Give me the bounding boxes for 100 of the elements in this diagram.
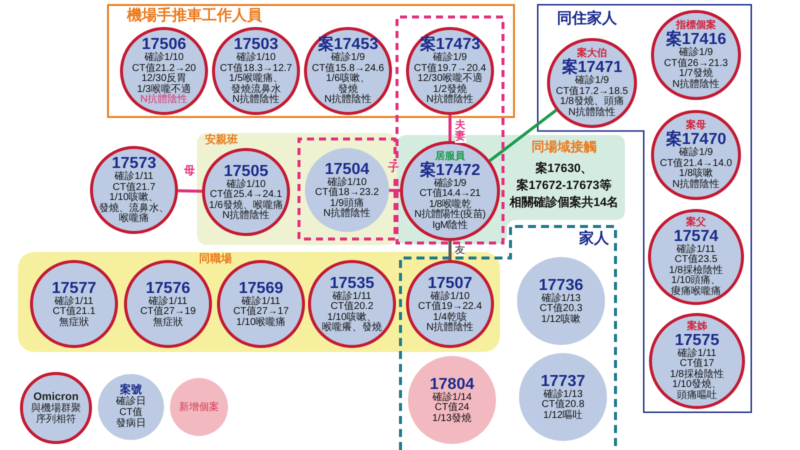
case-detail: 1/10發燒、頭痛嘔吐 (671, 380, 723, 402)
case-detail: 1/8採檢陰性 (670, 370, 724, 380)
case-detail: CT值21.1 (52, 307, 96, 318)
relation-line (448, 241, 452, 260)
case-detail: CT值23.5 (674, 255, 718, 266)
case-detail: N抗體陽性(疫苗) (414, 210, 486, 220)
case-detail: 1/2發燒 (433, 84, 467, 95)
role-tag: 居服員 (435, 150, 465, 162)
case-detail: 確診1/11 (678, 348, 716, 359)
case-detail: 1/7發燒 (679, 69, 713, 79)
case-detail: N抗體陰性 (232, 95, 280, 106)
case-detail: CT值18.3→12.7 (220, 64, 292, 74)
case-detail: 12/30喉嚨不適 (417, 74, 483, 84)
case-detail: 確診1/11 (148, 296, 188, 307)
case-number: 17505 (224, 162, 268, 180)
case-detail: N抗體陰性 (324, 95, 372, 106)
case-detail: CT值20.2 (330, 302, 374, 312)
case-detail: 確診1/11 (114, 172, 154, 182)
edge-label: 夫妻 (455, 120, 466, 143)
case-detail: CT值24 (434, 403, 470, 414)
case-detail: 1/8咳嗽 (679, 169, 713, 179)
case-detail: 1/10喉嚨痛 (236, 318, 286, 328)
case-detail: 1/3喉嚨不適 (137, 84, 191, 95)
legend-text: 新增個案 (179, 402, 219, 412)
case-number: 17804 (430, 376, 474, 393)
relation-line (488, 109, 558, 162)
case-number: 案17470 (666, 131, 726, 148)
edge-label: 子 (388, 162, 399, 174)
role-tag: 案母 (686, 120, 706, 131)
case-detail: 確診1/9 (575, 76, 609, 86)
case-detail: 確診1/10 (226, 180, 266, 190)
relation-line (388, 188, 400, 192)
case-detail: 1/10咳嗽、發燒、流鼻水、喉嚨痛 (98, 193, 170, 225)
group-title: 同住家人 (557, 10, 617, 28)
case-detail: 確診1/11 (676, 244, 716, 255)
case-detail: IgM陰性 (432, 220, 468, 232)
case-detail: 無症狀 (153, 318, 183, 328)
case-detail: 12/30反胃 (141, 74, 187, 84)
group-title: 同職場 (199, 253, 232, 266)
case-detail: 確診1/14 (432, 392, 472, 403)
case-detail: 1/10咳嗽、喉嚨癢、發燒 (321, 312, 383, 334)
case-detail: CT值17.2→18.5 (556, 86, 628, 96)
group-panel (197, 133, 397, 245)
case-detail: CT值21.7 (112, 182, 156, 193)
case-detail: CT值27→19 (140, 307, 196, 318)
case-number: 17504 (324, 160, 370, 178)
role-tag: 案姊 (687, 320, 707, 332)
case-number: 17576 (146, 280, 190, 297)
case-detail: 確診1/11 (332, 292, 372, 302)
legend-text: Omicron 與機場群聚序列相符 (30, 392, 82, 424)
case-detail: CT值25.4→24.1 (210, 190, 282, 200)
group-frame (107, 4, 515, 118)
case-number: 17737 (540, 372, 586, 390)
case-detail: 確診1/10 (144, 53, 184, 64)
case-detail: 1/8發燒、頭痛 (560, 97, 624, 107)
case-detail: N抗體陰性 (426, 95, 474, 106)
case-detail: 1/12咳嗽 (541, 314, 581, 326)
group-title: 機場手推車工作人員 (127, 7, 262, 24)
case-number: 17577 (52, 280, 96, 297)
case-detail: 確診1/13 (543, 390, 583, 400)
case-detail: 1/8採檢陰性 (669, 266, 723, 276)
group-title: 家人 (579, 230, 609, 248)
group-note: 案17630、案17672-17673等相關確診個案共14名 (508, 160, 620, 211)
case-detail: 1/6咳嗽、發燒 (325, 74, 370, 95)
case-detail: CT值19→22.4 (418, 302, 482, 312)
case-number: 17507 (428, 274, 472, 292)
case-detail: CT值18→23.2 (315, 188, 379, 198)
group-title: 安親班 (205, 134, 238, 147)
edge-label: 母 (184, 165, 195, 178)
case-detail: N抗體陰性 (672, 180, 720, 190)
case-detail: 確診1/9 (679, 48, 713, 58)
case-detail: 1/5喉嚨痛、發燒流鼻水 (228, 74, 284, 95)
case-number: 案17472 (420, 162, 480, 179)
case-detail: CT值14.4→21 (420, 189, 480, 200)
case-detail: CT值19.7→20.4 (414, 64, 486, 74)
case-number: 17569 (238, 280, 284, 297)
case-detail: 確診1/9 (434, 178, 466, 189)
case-detail: N抗體陰性 (672, 80, 720, 90)
case-number: 案17471 (562, 59, 622, 76)
case-detail: 確診1/13 (541, 294, 581, 304)
case-detail: 確診1/11 (54, 296, 94, 307)
case-detail: 1/13發燒 (432, 414, 472, 424)
case-number: 案17416 (666, 31, 726, 48)
case-detail: 1/12嘔吐 (543, 410, 583, 422)
case-detail: CT值21.2→20 (132, 64, 196, 74)
role-tag: 案父 (686, 216, 706, 228)
case-number: 17575 (674, 332, 720, 349)
case-detail: 無症狀 (59, 318, 89, 328)
case-detail: 1/8喉嚨乾 (428, 200, 472, 210)
case-detail: 確診1/9 (679, 148, 713, 158)
case-detail: N抗體陰性 (568, 108, 616, 118)
case-detail: CT值20.3 (540, 304, 582, 314)
case-detail: N抗體陰性 (222, 211, 270, 222)
case-detail: 1/4乾咳 (433, 312, 467, 322)
case-detail: 確診1/9 (331, 53, 365, 64)
case-detail: N抗體陰性 (323, 209, 371, 220)
case-detail: 1/6發燒、喉嚨痛 (209, 200, 283, 210)
case-detail: CT值15.8→24.6 (312, 64, 384, 74)
case-detail: CT值27→17 (233, 307, 289, 318)
case-detail: N抗體陰性 (426, 323, 474, 334)
